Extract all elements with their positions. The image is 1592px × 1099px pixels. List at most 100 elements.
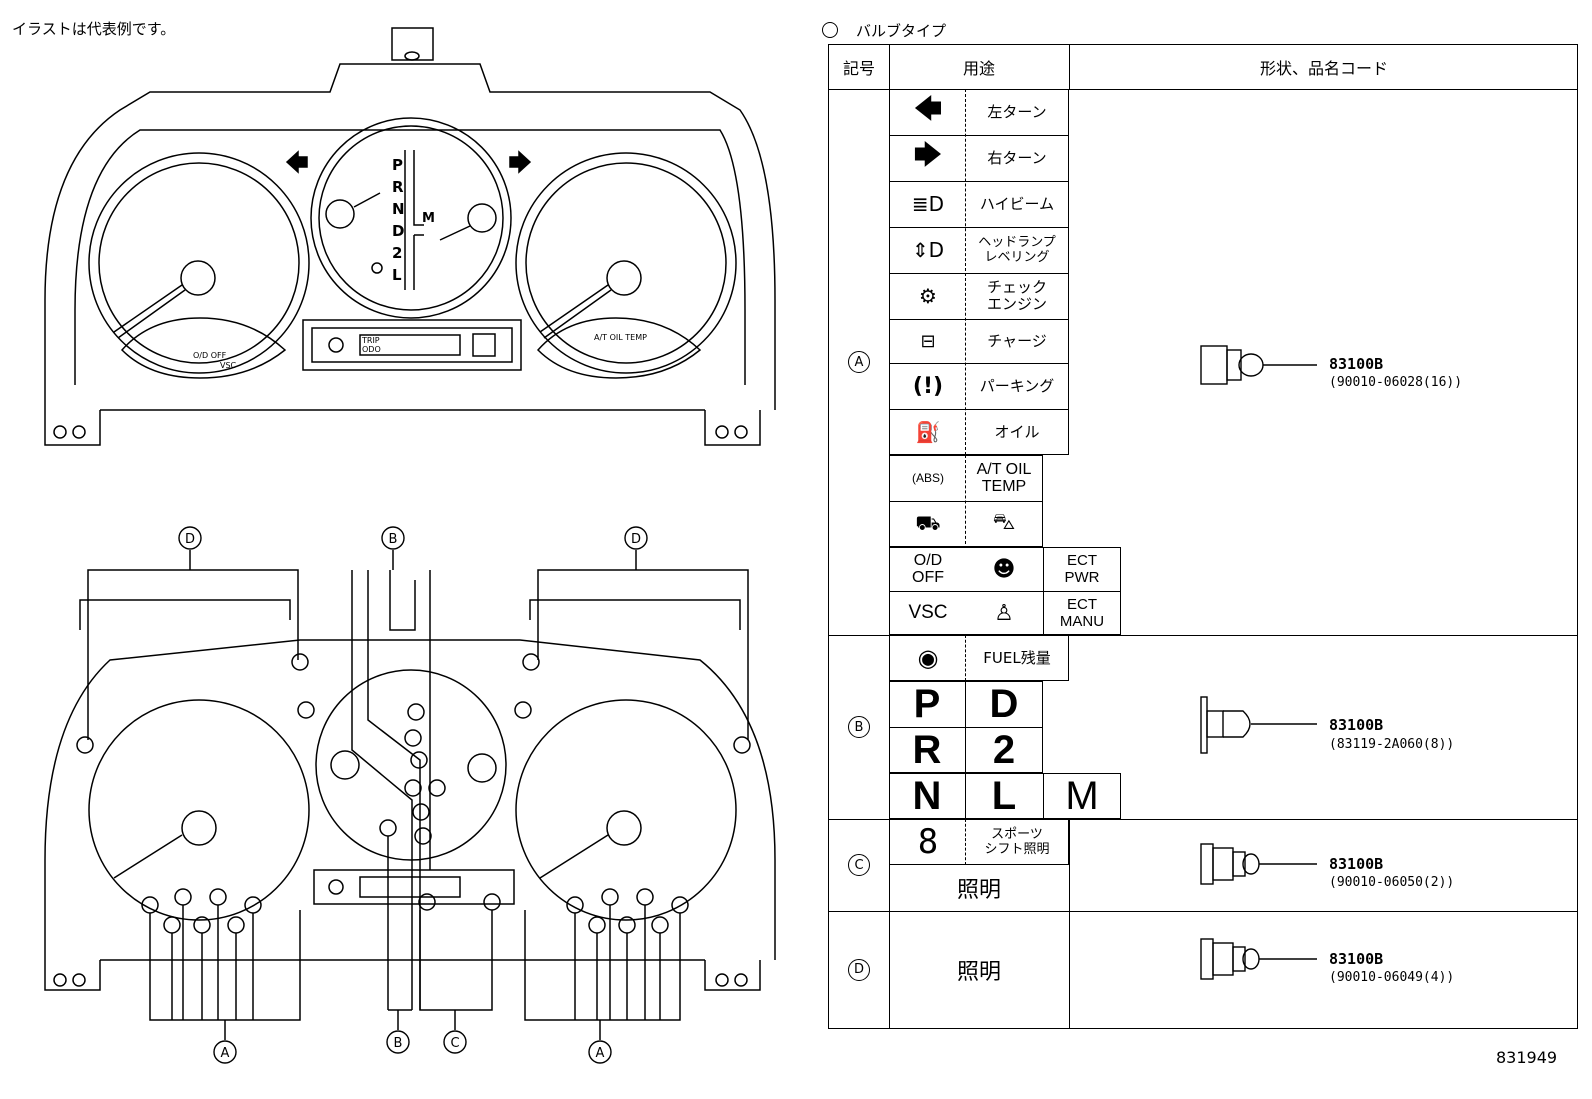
b-leader (387, 836, 412, 1011)
check-engine-icon: ⚙ (919, 284, 937, 308)
rear-left-needle (113, 834, 183, 879)
rear-temp-hub (467, 753, 497, 783)
socket-b4 (404, 779, 422, 797)
gear-grid-last (889, 773, 1121, 819)
gear-sep-1 (965, 681, 966, 819)
right-turn-icon: 🡆 (913, 138, 943, 171)
code-c: 83100B (1329, 855, 1384, 873)
socket-c2 (483, 893, 501, 911)
bulb-d-shape (1200, 938, 1317, 980)
mount-tab (391, 27, 434, 61)
a-line-1 (889, 135, 1069, 136)
a-line-6 (889, 363, 1069, 364)
usage-right-turn: 右ターン (987, 148, 1047, 167)
socket-d1 (76, 736, 94, 754)
right-foot (704, 410, 761, 446)
ind-sep (1043, 547, 1044, 635)
socket-b5 (428, 779, 446, 797)
gear-r: R (912, 727, 942, 772)
callout-a-left: A (221, 1046, 230, 1061)
socket-d4 (522, 653, 540, 671)
illustration-note: イラストは代表例です。 (12, 20, 176, 38)
legend-label: バルブタイプ (856, 22, 947, 40)
at-oil-temp-label: A/T OIL TEMP (594, 333, 647, 342)
right-gauge-face (525, 162, 727, 364)
socket-b6 (412, 803, 430, 821)
reference-number: 831949 (1496, 1048, 1558, 1067)
usage-fuel: FUEL残量 (983, 648, 1051, 667)
gear-letter-d: D (392, 222, 404, 240)
od-off-label: O/D OFF (193, 351, 227, 360)
seatbelt-icon: ♙ (994, 600, 1014, 626)
part-a: (90010-06028(16)) (1329, 375, 1463, 390)
rear-right-gauge (515, 699, 737, 921)
centre-gauge-bezel (310, 117, 512, 319)
d-left-bracket (87, 569, 299, 740)
bulb-a-shape (1200, 345, 1317, 385)
a-line-3 (889, 227, 1069, 228)
rear-housing-outline (44, 639, 776, 960)
odo-label: ODO (362, 345, 381, 354)
gear-d: D (989, 681, 1019, 726)
gear-p: P (913, 681, 941, 726)
usage-c-illumination: 照明 (956, 878, 1001, 903)
rear-right-foot (704, 960, 761, 991)
group-d-mark-cell: D (829, 911, 889, 1028)
gear-line (889, 727, 1043, 728)
gear-slot (404, 150, 424, 290)
rear-right-needle (539, 834, 609, 879)
row-line-d (829, 911, 1577, 912)
gear-letter-2: 2 (392, 244, 402, 262)
charge-icon: ⊟ (920, 330, 936, 352)
legend-circle-icon (822, 22, 838, 38)
group-a-mark: A (848, 351, 870, 373)
bulb-c-shape (1200, 843, 1317, 885)
odometer-panel (302, 319, 522, 371)
socket-b1 (407, 703, 425, 721)
left-gauge-face (98, 162, 300, 364)
col-sep-usage-header (1069, 45, 1070, 89)
usage-d-illumination: 照明 (956, 959, 1001, 985)
callout-b-bottom: B (394, 1036, 403, 1051)
gear-letter-r: R (392, 178, 404, 196)
ind-line-2 (889, 591, 1121, 592)
ind-ect-manu: ECT MANU (1059, 596, 1105, 630)
gear-l: L (991, 773, 1017, 818)
left-warning-pod (120, 317, 287, 379)
usage-high-beam: ハイビーム (979, 194, 1055, 213)
socket-b7 (414, 827, 432, 845)
rear-left-mount-1 (53, 973, 67, 987)
a-line-2 (889, 181, 1069, 182)
seven-segment-icon: 8 (917, 822, 939, 862)
right-turn-arrow-icon (509, 150, 532, 174)
rear-display (313, 869, 515, 905)
callout-leaders (189, 550, 637, 1040)
trip-knob (328, 337, 344, 353)
rear-fuel-hub (330, 750, 360, 780)
gear-letter-n: N (392, 200, 405, 218)
group-a-dash (965, 89, 966, 455)
high-beam-icon: ≣D (911, 192, 945, 216)
fuel-needle (353, 192, 381, 208)
header-shape: 形状、品名コード (1259, 59, 1388, 78)
usage-headlamp-leveling: ヘッドランプ レベリング (978, 235, 1056, 265)
oil-icon: ⛽ (915, 420, 941, 444)
mount-hole (404, 51, 420, 61)
left-mount-hole-2 (72, 425, 86, 439)
group-b-mark-cell: B (829, 635, 889, 819)
group-d-mark: D (848, 958, 870, 981)
left-turn-icon: 🡄 (913, 92, 943, 125)
usage-charge: チャージ (987, 331, 1047, 350)
odometer-inner (311, 327, 513, 363)
ind-od-off: O/D OFF (912, 552, 944, 586)
right-warning-pod (536, 317, 702, 379)
top-cluster (44, 27, 776, 446)
a-line-4 (889, 273, 1069, 274)
airbag-icon: ☻ (992, 556, 1016, 582)
ind-line-1 (889, 501, 1043, 502)
fuel-box (889, 635, 1069, 681)
ind-at-oil-temp: A/T OIL TEMP (976, 461, 1032, 495)
usage-sport-shift: スポーツ シフト照明 (984, 827, 1050, 857)
rear-left-gauge (88, 699, 310, 921)
